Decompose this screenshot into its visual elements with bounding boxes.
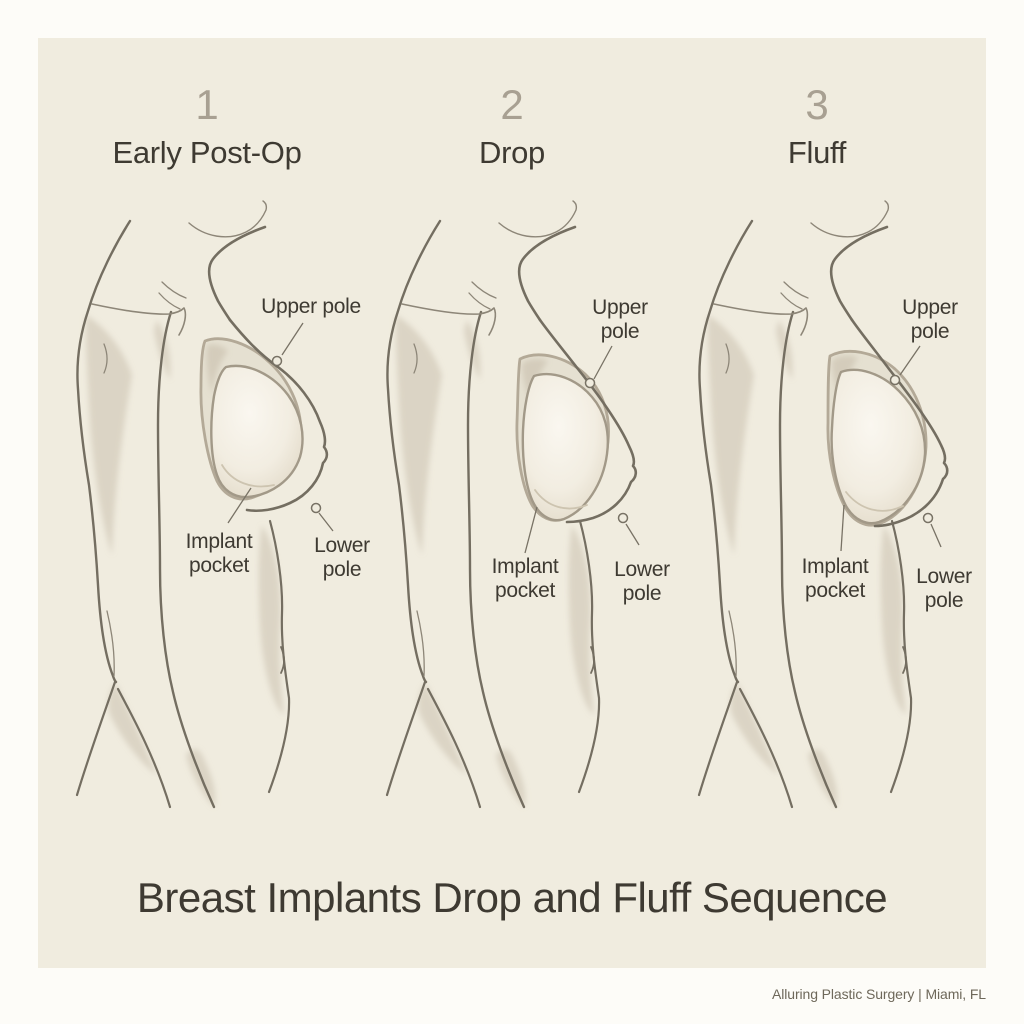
lower-pole-label: Lower pole (916, 565, 972, 612)
diagram-title: Breast Implants Drop and Fluff Sequence (136, 874, 888, 921)
stage-2-number: 2 (500, 81, 524, 128)
implant-pocket-label: Implant pocket (185, 530, 253, 577)
leader-line (899, 345, 921, 376)
upper-pole-label: Upper pole (902, 296, 958, 343)
implant-pocket-label: Implant pocket (491, 555, 559, 602)
leader-line (593, 345, 613, 380)
elbow-crease (416, 610, 425, 677)
chin-neck-line (829, 225, 889, 322)
shading-back (85, 315, 132, 555)
navel (590, 646, 595, 674)
inner-forearm-line (116, 687, 172, 809)
implant-highlight (534, 489, 588, 510)
upper-pole-label: Upper pole (261, 295, 361, 318)
stage-1-header: 1 Early Post-Op (112, 82, 301, 170)
hair-swoosh (188, 200, 268, 238)
shoulder-curve (713, 303, 809, 336)
stage-1-number: 1 (195, 81, 219, 128)
shoulder-curve (401, 303, 497, 336)
navel (902, 646, 907, 674)
shading-back (395, 315, 442, 555)
shading-back (707, 315, 754, 555)
shading-elbow (418, 683, 467, 775)
upper-pole-label: Upper pole (592, 296, 648, 343)
armpit-crease (103, 343, 108, 374)
side-line (466, 310, 526, 809)
back-arm-line (76, 219, 132, 684)
lower-pole-label: Lower pole (614, 558, 670, 605)
neck-detail-line (780, 292, 803, 310)
back-arm-line (698, 219, 754, 684)
chin-neck-line (207, 225, 267, 322)
side-line (778, 310, 838, 809)
shading-elbow (730, 683, 779, 775)
leader-line (524, 506, 538, 554)
neck-detail-line (783, 281, 809, 299)
leader-line (227, 487, 252, 524)
implant-highlight (221, 464, 275, 488)
attribution-text: Alluring Plastic Surgery | Miami, FL (772, 986, 986, 1002)
inner-forearm-line (738, 687, 794, 809)
outer-forearm-line (385, 680, 427, 797)
back-arm-line (386, 219, 442, 684)
leader-line (930, 523, 942, 548)
implant-shape (830, 368, 927, 525)
pole-marker (922, 512, 934, 524)
stage-3-header: 3 Fluff (787, 81, 847, 170)
shoulder-curve (91, 303, 187, 336)
hair-swoosh (810, 200, 890, 238)
stage-1-torso-figure (75, 200, 334, 809)
armpit-crease (413, 343, 418, 374)
pole-marker (617, 512, 629, 524)
pole-marker (310, 502, 322, 514)
breast-outline (228, 318, 329, 513)
shading-belly (880, 525, 906, 715)
pocket-shading (206, 344, 228, 395)
pole-marker (271, 355, 283, 367)
navel (280, 646, 285, 674)
neck-detail-line (161, 281, 187, 299)
outer-forearm-line (697, 680, 739, 797)
stage-2-header: 2 Drop (479, 82, 545, 170)
hair-swoosh (498, 200, 578, 238)
pole-marker (889, 374, 901, 386)
implant-highlight (845, 491, 904, 512)
stage-2-torso-figure (385, 200, 640, 809)
elbow-crease (728, 610, 737, 677)
shading-belly (568, 525, 594, 715)
shading-belly (258, 525, 284, 715)
stage-1-name: Early Post-Op (112, 135, 302, 170)
neck-detail-line (158, 292, 181, 310)
shading-elbow (108, 683, 157, 775)
armpit-crease (725, 343, 730, 374)
implant-shape (521, 372, 609, 522)
leader-line (281, 322, 304, 356)
neck-detail-line (471, 281, 497, 299)
leader-line (318, 512, 334, 532)
outer-forearm-line (75, 680, 117, 797)
elbow-crease (106, 610, 115, 677)
pole-marker (584, 377, 596, 389)
breast-outline (850, 318, 949, 528)
side-line (156, 310, 216, 809)
lower-pole-label: Lower pole (314, 534, 370, 581)
chin-neck-line (517, 225, 577, 322)
leader-line (625, 523, 640, 546)
stage-3-number: 3 (805, 81, 829, 128)
stage-3-torso-figure (697, 200, 949, 809)
stage-3-name: Fluff (787, 135, 847, 170)
neck-detail-line (468, 292, 491, 310)
inner-forearm-line (426, 687, 482, 809)
implant-pocket-label: Implant pocket (801, 555, 869, 602)
stage-2-name: Drop (479, 135, 545, 170)
breast-outline (538, 318, 638, 524)
illustration-card: 1 Early Post-Op 2 Drop 3 Fluff Upper pol… (38, 38, 986, 968)
leader-line (840, 504, 845, 552)
implant-shape (210, 364, 304, 499)
